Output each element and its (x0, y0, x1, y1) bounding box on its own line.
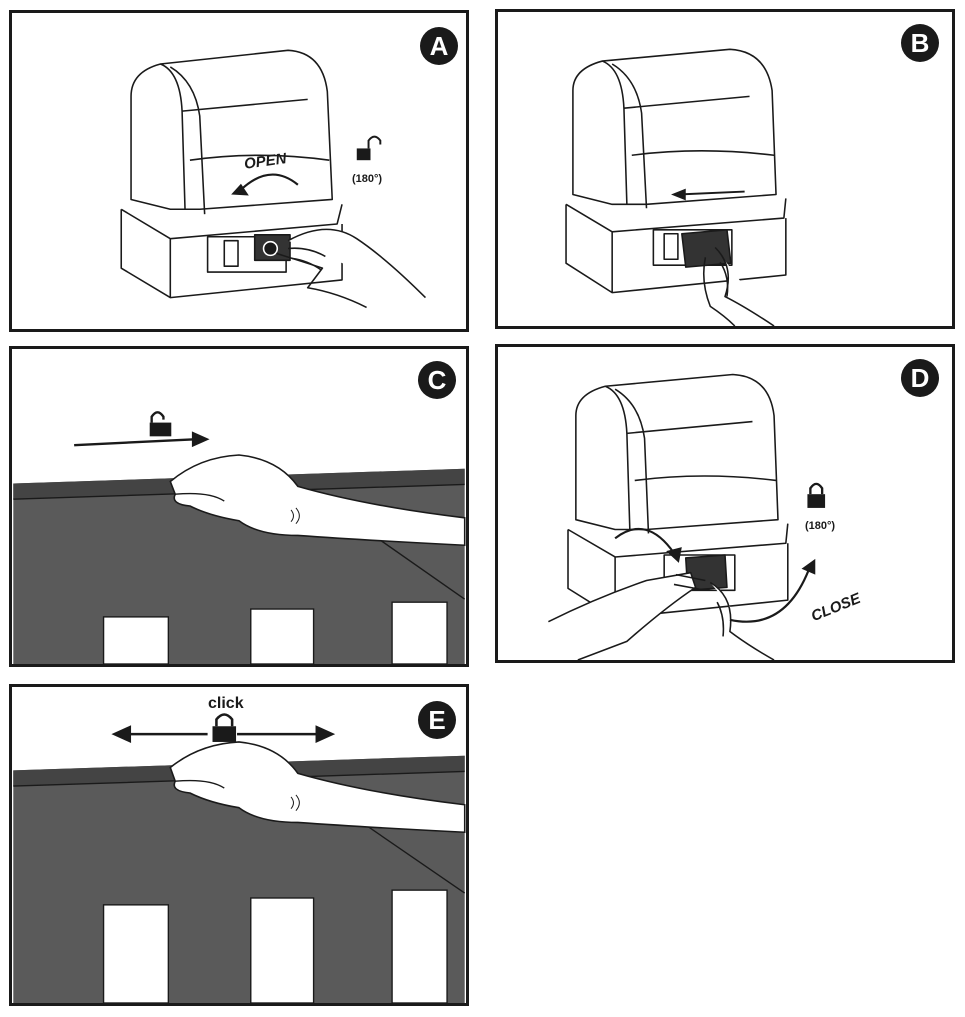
unlocked-padlock-icon (356, 135, 382, 161)
step-badge-a: A (420, 27, 458, 65)
unlocked-padlock-icon (149, 411, 172, 437)
cover-illustration (13, 713, 466, 1003)
panel-b: B (495, 9, 955, 329)
locked-padlock-icon (212, 713, 237, 742)
step-badge-c: C (418, 361, 456, 399)
dispenser-illustration (548, 373, 826, 660)
left-arrow-icon (671, 188, 686, 201)
panel-d: (180°) CLOSE D (495, 344, 955, 663)
angle-label: (180°) (352, 173, 383, 185)
cover-illustration (13, 411, 466, 664)
panel-c: C (9, 346, 469, 667)
dispenser-illustration (565, 48, 787, 326)
step-badge-b: B (901, 24, 939, 62)
step-badge-d: D (901, 359, 939, 397)
panel-e: click E (9, 684, 469, 1006)
locked-padlock-icon (807, 482, 826, 508)
click-label: click (208, 695, 244, 712)
step-badge-e: E (418, 701, 456, 739)
angle-label: (180°) (805, 520, 836, 532)
dispenser-illustration (120, 49, 427, 309)
panel-a: OPEN (180°) A (9, 10, 469, 332)
